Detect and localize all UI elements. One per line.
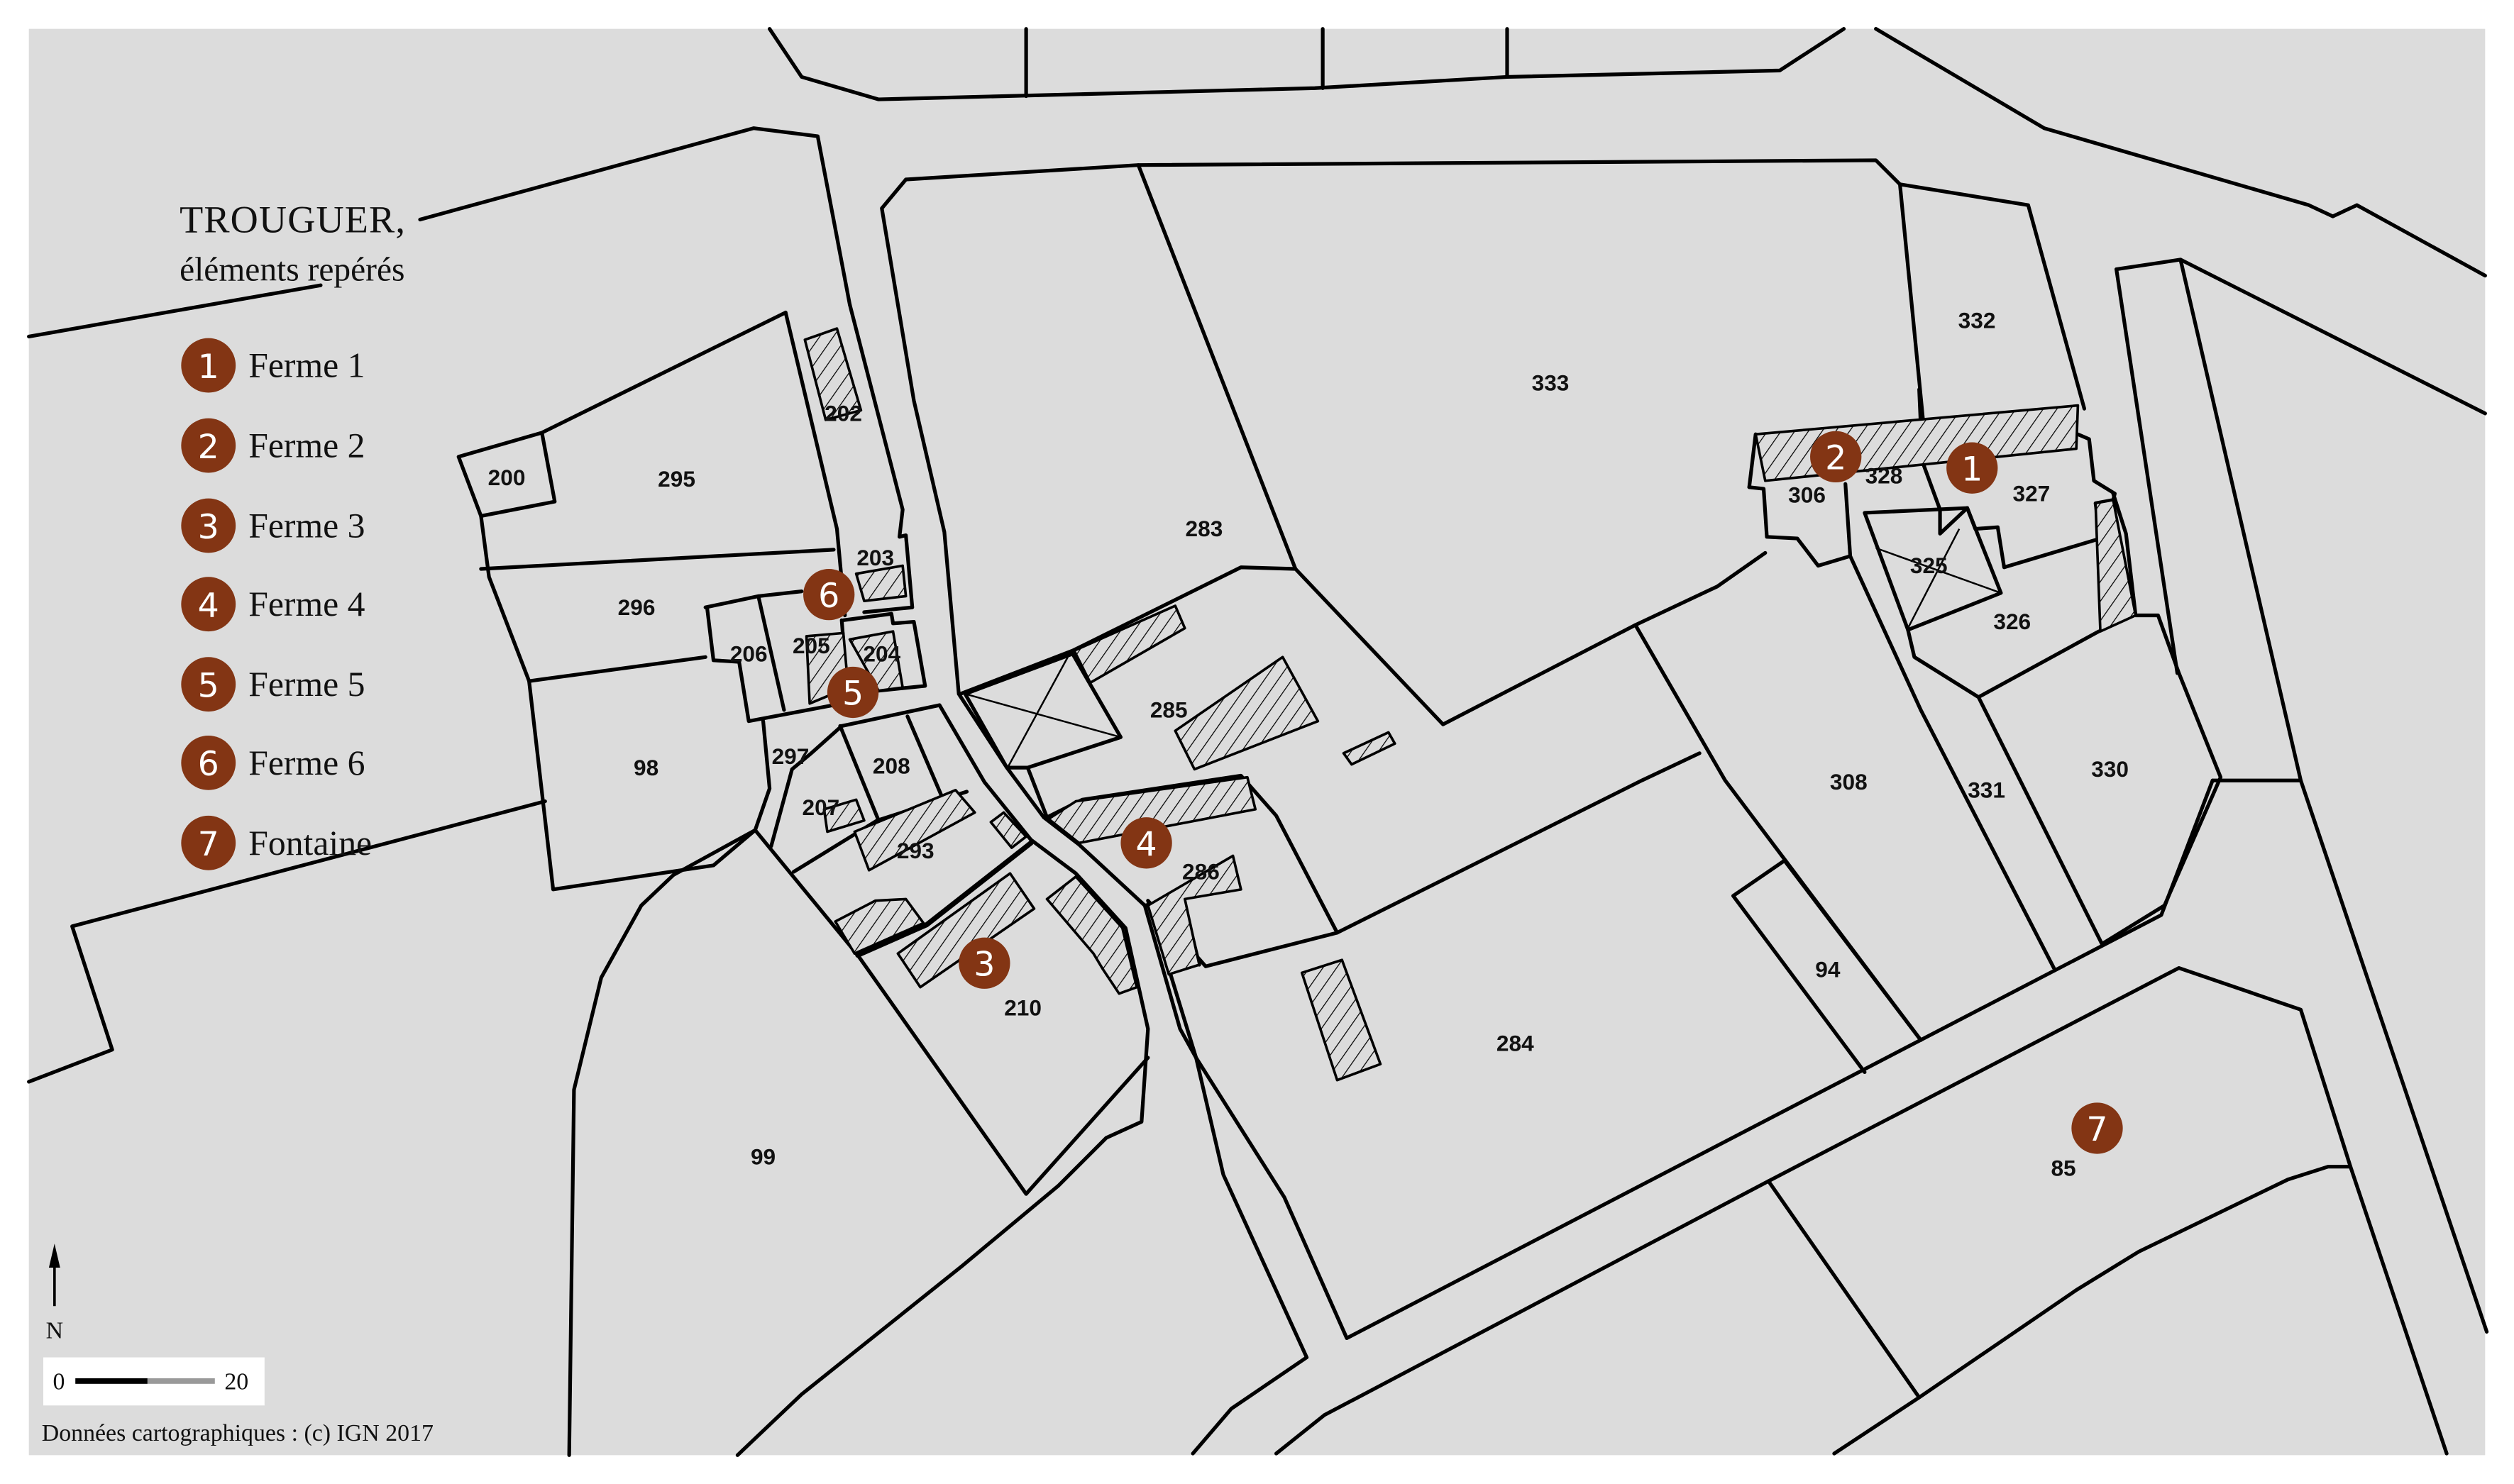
parcel-number: 210 <box>1004 995 1042 1021</box>
legend-item-fontaine: Fontaine <box>248 824 372 863</box>
marker-ferme-6[interactable]: 6 <box>803 569 855 621</box>
parcel-number: 207 <box>803 794 840 820</box>
north-arrow: N <box>46 1244 63 1344</box>
credits: Données cartographiques : (c) IGN 2017 <box>42 1420 434 1446</box>
parcel-number: 295 <box>658 466 695 492</box>
parcel-number: 297 <box>772 743 810 769</box>
svg-text:4: 4 <box>198 586 219 625</box>
legend: TROUGUER, éléments repérés 1 Ferme 1 2 F… <box>180 199 406 870</box>
legend-badge-3: 3 <box>181 498 236 553</box>
marker-ferme-3[interactable]: 3 <box>959 937 1010 989</box>
scale-bar: 0 20 <box>43 1357 265 1406</box>
svg-text:6: 6 <box>818 577 839 616</box>
legend-item-ferme-1: Ferme 1 <box>248 346 365 385</box>
north-arrow-icon <box>48 1244 60 1268</box>
scale-min: 0 <box>53 1369 65 1395</box>
svg-text:3: 3 <box>974 946 995 985</box>
parcel-number: 330 <box>2091 756 2129 782</box>
svg-text:5: 5 <box>842 675 864 714</box>
parcel-number: 283 <box>1186 516 1223 541</box>
svg-text:2: 2 <box>198 428 219 467</box>
svg-text:5: 5 <box>198 666 219 705</box>
svg-text:2: 2 <box>1825 439 1846 478</box>
legend-badge-5: 5 <box>181 657 236 712</box>
parcel-number: 205 <box>793 633 830 658</box>
parcel-number: 333 <box>1532 370 1570 396</box>
svg-text:6: 6 <box>198 745 219 784</box>
marker-ferme-1[interactable]: 1 <box>1946 442 1998 494</box>
parcel-number: 308 <box>1830 769 1868 794</box>
legend-item-ferme-2: Ferme 2 <box>248 426 365 465</box>
svg-text:7: 7 <box>198 825 219 864</box>
legend-item-ferme-6: Ferme 6 <box>248 743 365 782</box>
legend-item-ferme-4: Ferme 4 <box>248 585 365 624</box>
parcel-number: 327 <box>2012 480 2050 506</box>
parcel-number: 285 <box>1150 697 1188 722</box>
parcel-number: 293 <box>897 838 935 863</box>
scale-max: 20 <box>224 1369 248 1395</box>
svg-text:1: 1 <box>198 348 219 387</box>
legend-badge-4: 4 <box>181 577 236 632</box>
parcel-number: 204 <box>863 641 900 666</box>
svg-text:7: 7 <box>2086 1110 2107 1149</box>
svg-text:1: 1 <box>1961 450 1983 489</box>
parcel-number: 332 <box>1958 307 1996 333</box>
parcel-number: 286 <box>1182 859 1220 885</box>
legend-badge-7: 7 <box>181 815 236 870</box>
parcel-number: 296 <box>618 594 656 620</box>
legend-badge-6: 6 <box>181 735 236 790</box>
legend-badge-2: 2 <box>181 418 236 473</box>
parcel-number: 331 <box>1968 777 2005 802</box>
parcel-number: 85 <box>2051 1156 2075 1181</box>
marker-ferme-5[interactable]: 5 <box>827 666 879 719</box>
legend-badge-1: 1 <box>181 338 236 393</box>
parcel-number: 99 <box>751 1144 776 1170</box>
parcel-number: 326 <box>1993 609 2031 634</box>
svg-text:3: 3 <box>198 508 219 547</box>
parcel-number: 203 <box>856 545 894 570</box>
parcel-number: 306 <box>1788 482 1826 508</box>
legend-title: TROUGUER, <box>180 199 406 241</box>
marker-ferme-2[interactable]: 2 <box>1810 431 1862 483</box>
marker-ferme-4[interactable]: 4 <box>1120 817 1172 869</box>
parcel-number: 284 <box>1496 1030 1534 1056</box>
parcel-number: 200 <box>488 465 526 490</box>
north-label: N <box>46 1317 63 1344</box>
legend-item-ferme-3: Ferme 3 <box>248 506 365 546</box>
parcel-numbers: 200 295 202 296 203 206 205 204 98 297 2… <box>488 307 2129 1180</box>
legend-subtitle: éléments repérés <box>180 251 404 288</box>
marker-fontaine[interactable]: 7 <box>2071 1102 2123 1154</box>
legend-item-ferme-5: Ferme 5 <box>248 665 365 704</box>
parcel-number: 208 <box>873 753 910 779</box>
parcel-boundaries <box>27 27 2489 1457</box>
parcel-number: 202 <box>825 400 862 426</box>
parcel-number: 328 <box>1865 463 1903 489</box>
map-markers: 1 2 3 4 5 6 7 <box>803 431 2123 1154</box>
parcel-number: 206 <box>730 641 768 666</box>
svg-text:4: 4 <box>1135 825 1157 864</box>
parcel-number: 98 <box>634 755 658 780</box>
parcel-number: 94 <box>1815 956 1841 982</box>
parcel-number: 325 <box>1910 553 1948 578</box>
